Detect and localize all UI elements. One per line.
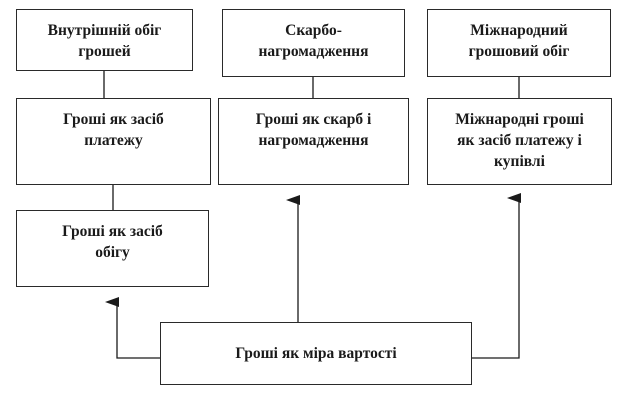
box-international-circulation: Міжнародний грошовий обіг	[427, 9, 611, 77]
money-as-measure-label: Гроші як міра вартості	[235, 345, 397, 362]
arrow-measure-to-international-payment	[472, 193, 521, 359]
box-money-as-circulation: Гроші як засіб обігу	[16, 210, 209, 287]
box-hoarding: Скарбо- нагромадження	[222, 9, 405, 77]
box-money-as-treasure: Гроші як скарб і нагромадження	[218, 98, 409, 185]
money-as-treasure-label: Гроші як скарб і нагромадження	[255, 111, 372, 149]
international-circulation-label: Міжнародний грошовий обіг	[468, 22, 570, 60]
money-as-circulation-label: Гроші як засіб обігу	[62, 223, 163, 261]
hoarding-label: Скарбо- нагромадження	[258, 22, 369, 60]
internal-circulation-label: Внутрішній обіг грошей	[47, 22, 162, 60]
box-money-as-measure: Гроші як міра вартості	[160, 322, 472, 385]
box-international-money-payment: Міжнародні гроші як засіб платежу і купі…	[427, 98, 612, 185]
arrow-measure-to-circulation	[105, 297, 160, 359]
money-as-payment-label: Гроші як засіб платежу	[63, 111, 164, 149]
box-money-as-payment: Гроші як засіб платежу	[16, 98, 211, 185]
international-money-payment-label: Міжнародні гроші як засіб платежу і купі…	[455, 111, 584, 170]
box-internal-circulation: Внутрішній обіг грошей	[16, 9, 193, 71]
